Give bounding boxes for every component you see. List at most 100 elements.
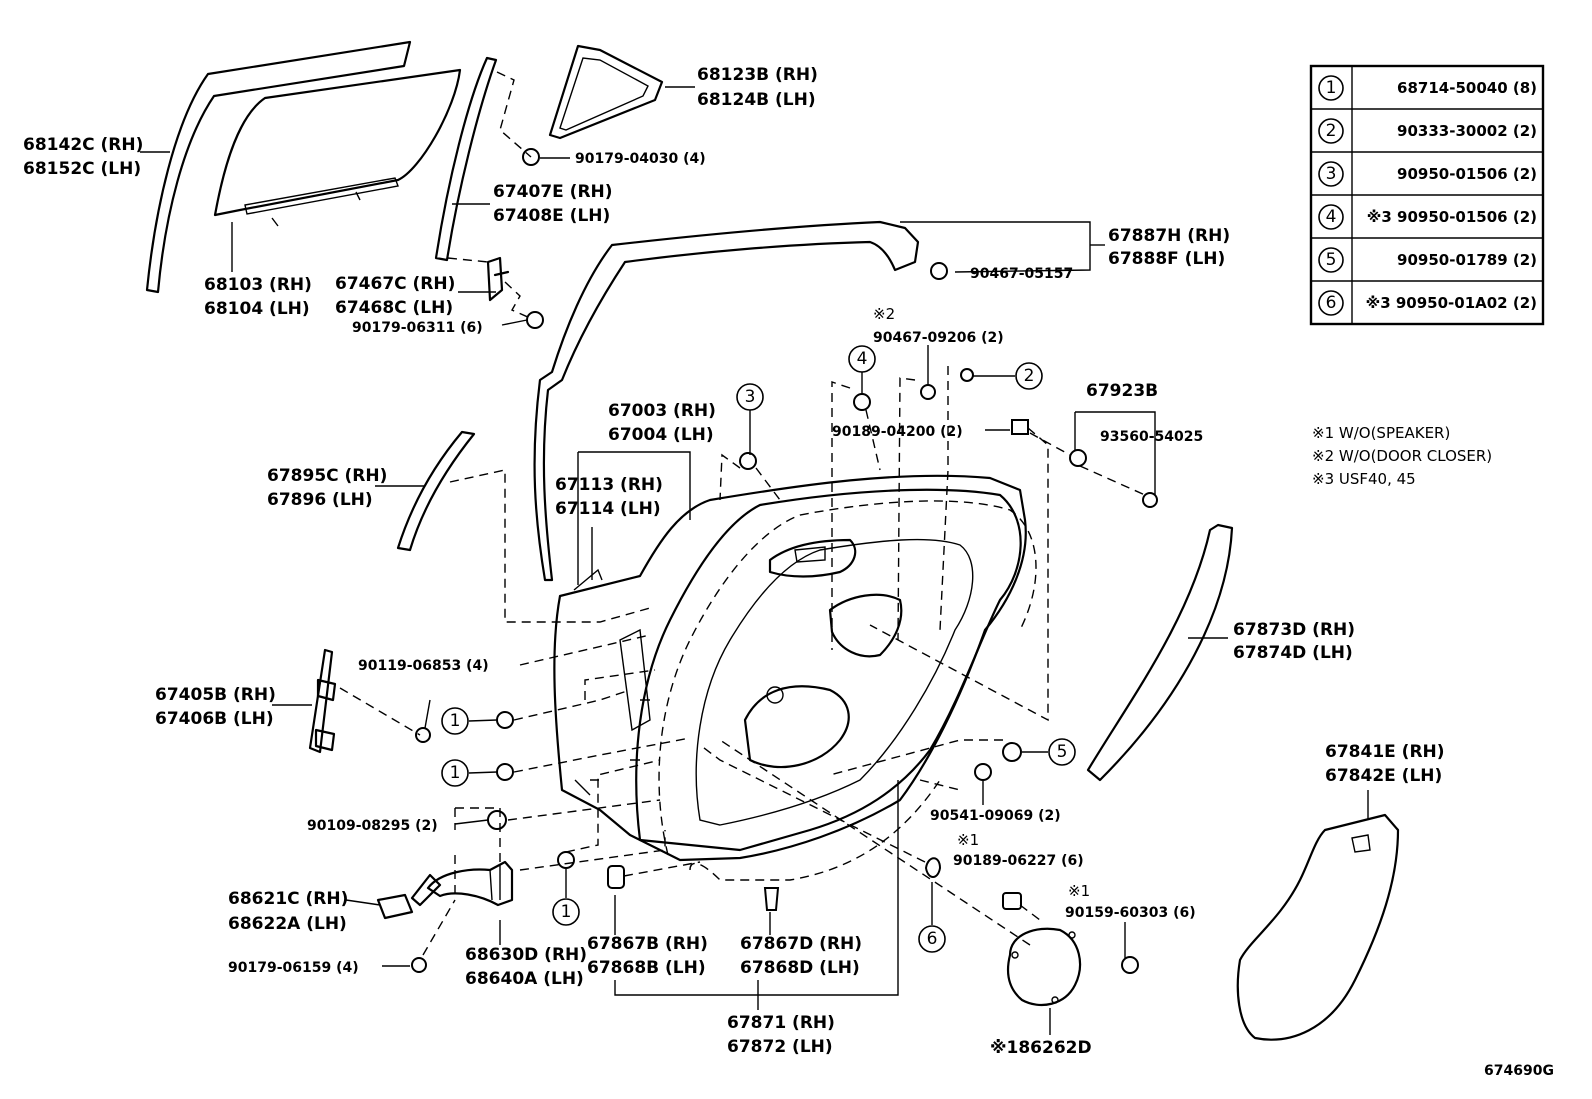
part-label-68621c: 68621C (RH) 68622A (LH) — [228, 889, 348, 934]
part-label-86262d: ※186262D — [990, 1038, 1092, 1058]
part-label-67841e: 67841E (RH) 67842E (LH) — [1325, 742, 1445, 786]
quarter-window-glass-drawing — [548, 44, 664, 140]
fasteners — [411, 148, 1158, 974]
svg-text:67114 (LH): 67114 (LH) — [555, 499, 661, 519]
callout-3: 3 — [736, 383, 764, 411]
svg-text:90333-30002 (2): 90333-30002 (2) — [1397, 122, 1537, 140]
svg-text:68640A (LH): 68640A (LH) — [465, 969, 584, 989]
part-label-90467-09206: ※2 90467-09206 (2) — [873, 305, 1004, 346]
svg-text:67868D (LH): 67868D (LH) — [740, 958, 860, 978]
part-label-68142c: 68142C (RH) 68152C (LH) — [23, 135, 143, 179]
door-glass-drawing — [213, 68, 462, 227]
svg-text:68714-50040 (8): 68714-50040 (8) — [1397, 79, 1537, 97]
svg-text:67841E (RH): 67841E (RH) — [1325, 742, 1445, 762]
svg-text:67842E (LH): 67842E (LH) — [1325, 766, 1442, 786]
part-label-67887h: 67887H (RH) 67888F (LH) — [1108, 226, 1230, 269]
speaker-cover-drawing — [1006, 927, 1082, 1007]
legend-row-6: 6 ※3 90950-01A02 (2) — [1318, 290, 1537, 316]
svg-text:※3 90950-01A02 (2): ※3 90950-01A02 (2) — [1366, 294, 1537, 312]
svg-text:67888F (LH): 67888F (LH) — [1108, 249, 1225, 269]
part-label-90179-06311: 90179-06311 (6) — [352, 320, 483, 336]
legend-row-4: 4 ※3 90950-01506 (2) — [1318, 204, 1537, 230]
part-label-90467-05157: 90467-05157 — [970, 266, 1073, 282]
svg-text:90179-06159 (4): 90179-06159 (4) — [228, 960, 359, 976]
svg-text:67407E (RH): 67407E (RH) — [493, 182, 613, 202]
part-label-67407e: 67407E (RH) 67408E (LH) — [493, 182, 613, 226]
window-regulator-drawing — [308, 648, 337, 754]
svg-text:68123B (RH): 68123B (RH) — [697, 65, 818, 85]
svg-text:90467-05157: 90467-05157 — [970, 266, 1073, 282]
part-label-67405b: 67405B (RH) 67406B (LH) — [155, 685, 276, 729]
part-label-68630d: 68630D (RH) 68640A (LH) — [465, 945, 587, 989]
svg-text:67895C (RH): 67895C (RH) — [267, 466, 387, 486]
part-label-68103: 68103 (RH) 68104 (LH) — [204, 275, 312, 319]
svg-text:4: 4 — [857, 349, 868, 369]
svg-text:68152C (LH): 68152C (LH) — [23, 159, 141, 179]
svg-text:67873D (RH): 67873D (RH) — [1233, 620, 1355, 640]
svg-text:67408E (LH): 67408E (LH) — [493, 206, 610, 226]
svg-text:68621C (RH): 68621C (RH) — [228, 889, 348, 909]
svg-text:1: 1 — [561, 902, 572, 922]
svg-text:1: 1 — [450, 711, 461, 731]
note-1: ※1 W/O(SPEAKER) — [1312, 424, 1450, 442]
svg-text:67468C (LH): 67468C (LH) — [335, 298, 453, 318]
division-bar-bracket-drawing — [486, 256, 510, 302]
svg-text:68630D (RH): 68630D (RH) — [465, 945, 587, 965]
svg-text:67887H (RH): 67887H (RH) — [1108, 226, 1230, 246]
svg-text:90950-01506 (2): 90950-01506 (2) — [1397, 165, 1537, 183]
svg-text:90159-60303 (6): 90159-60303 (6) — [1065, 905, 1196, 921]
legend-row-3: 3 90950-01506 (2) — [1318, 161, 1537, 187]
svg-text:674690G: 674690G — [1484, 1063, 1554, 1079]
svg-text:67874D (LH): 67874D (LH) — [1233, 643, 1353, 663]
part-label-68123b: 68123B (RH) 68124B (LH) — [697, 65, 818, 110]
note-3: ※3 USF40, 45 — [1312, 470, 1416, 488]
callout-5: 5 — [1048, 738, 1076, 766]
division-bar-drawing — [434, 56, 498, 262]
part-label-90109-08295: 90109-08295 (2) — [307, 818, 438, 834]
part-label-67873d: 67873D (RH) 67874D (LH) — [1233, 620, 1355, 663]
svg-text:67467C (RH): 67467C (RH) — [335, 274, 455, 294]
svg-text:2: 2 — [1326, 121, 1337, 141]
part-label-90179-06159: 90179-06159 (4) — [228, 960, 359, 976]
door-hinge-drawing — [426, 860, 514, 907]
callout-4: 4 — [848, 345, 876, 373]
part-label-90119-06853: 90119-06853 (4) — [358, 658, 489, 674]
part-label-67895c: 67895C (RH) 67896 (LH) — [267, 466, 387, 510]
svg-text:67867D (RH): 67867D (RH) — [740, 934, 862, 954]
svg-text:68103 (RH): 68103 (RH) — [204, 275, 312, 295]
svg-text:68142C (RH): 68142C (RH) — [23, 135, 143, 155]
part-label-90189-04200: 90189-04200 (2) — [832, 424, 963, 440]
part-label-90159-60303: ※1 90159-60303 (6) — [1065, 882, 1196, 921]
svg-text:※186262D: ※186262D — [990, 1038, 1092, 1058]
svg-text:※1: ※1 — [957, 831, 979, 849]
legend-row-1: 1 68714-50040 (8) — [1318, 75, 1537, 101]
svg-text:※1: ※1 — [1068, 882, 1090, 900]
glass-run-channel-drawing — [1086, 523, 1234, 782]
svg-text:67867B (RH): 67867B (RH) — [587, 934, 708, 954]
svg-text:5: 5 — [1326, 250, 1337, 270]
notes: ※1 W/O(SPEAKER) ※2 W/O(DOOR CLOSER) ※3 U… — [1312, 424, 1492, 488]
legend-row-5: 5 90950-01789 (2) — [1318, 247, 1537, 273]
outer-belt-moulding-drawing — [396, 430, 476, 552]
svg-text:93560-54025: 93560-54025 — [1100, 429, 1203, 445]
svg-text:67406B (LH): 67406B (LH) — [155, 709, 274, 729]
svg-text:90179-06311 (6): 90179-06311 (6) — [352, 320, 483, 336]
svg-text:67872 (LH): 67872 (LH) — [727, 1037, 833, 1057]
svg-text:68124B (LH): 68124B (LH) — [697, 90, 816, 110]
fastener-legend-table: 1 68714-50040 (8) 2 90333-30002 (2) 3 90… — [1309, 64, 1545, 326]
svg-text:90189-06227 (6): 90189-06227 (6) — [953, 853, 1084, 869]
svg-text:90950-01789 (2): 90950-01789 (2) — [1397, 251, 1537, 269]
window-frame-moulding-drawing — [145, 40, 412, 294]
part-label-67467c: 67467C (RH) 67468C (LH) — [335, 274, 455, 318]
svg-text:※2: ※2 — [873, 305, 895, 323]
note-2: ※2 W/O(DOOR CLOSER) — [1312, 447, 1492, 465]
svg-text:※3 90950-01506 (2): ※3 90950-01506 (2) — [1367, 208, 1537, 226]
part-label-67003: 67003 (RH) 67004 (LH) — [608, 401, 716, 445]
rear-door-panel-drawing — [553, 474, 1027, 862]
service-hole-cover-drawing — [1236, 813, 1400, 1041]
svg-text:67004 (LH): 67004 (LH) — [608, 425, 714, 445]
svg-text:67113 (RH): 67113 (RH) — [555, 475, 663, 495]
callout-6: 6 — [918, 925, 946, 953]
part-label-67867d: 67867D (RH) 67868D (LH) — [740, 934, 862, 978]
